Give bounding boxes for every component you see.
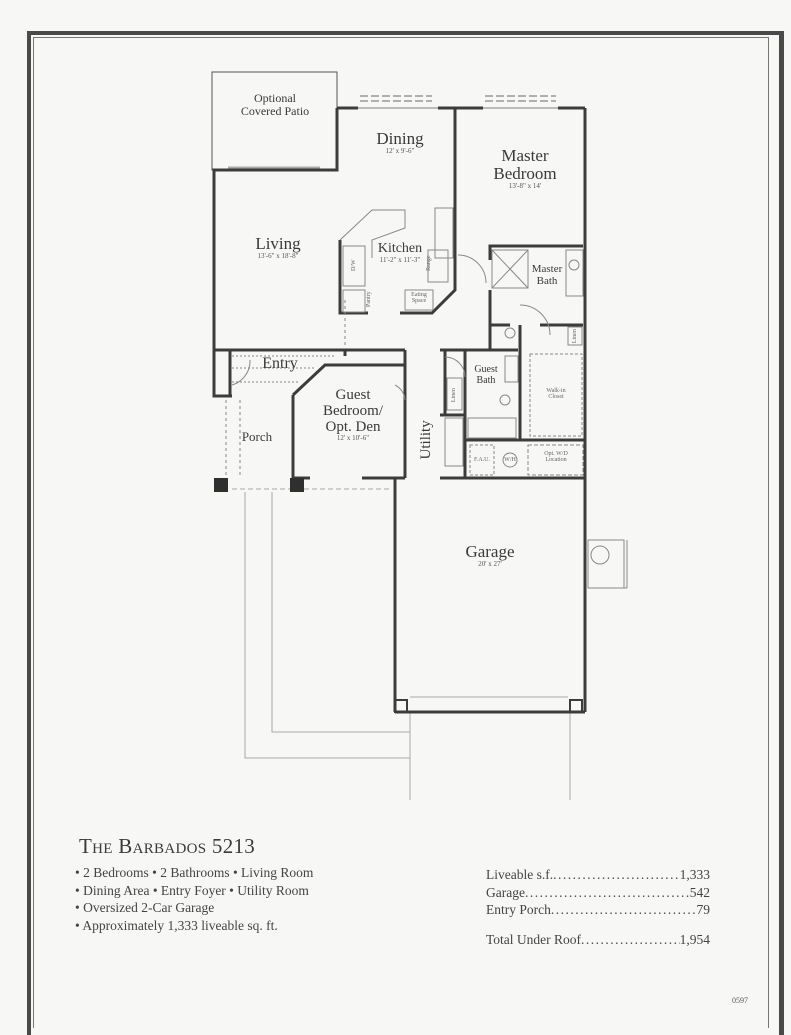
page-border-inner (33, 37, 769, 1028)
room-label: Guest (335, 387, 371, 403)
room-walk-in-closet: Walk-in Closet (534, 388, 578, 401)
fixture-range: Range (425, 255, 432, 271)
page-border-outer (27, 31, 784, 1035)
interior-walls (228, 240, 585, 480)
room-label: Bath (476, 374, 496, 386)
room-guest-bedroom: Guest Bedroom/ Opt. Den 12' x 10'-6" (308, 387, 398, 443)
room-living: Living 13'-6" x 18'-8" (238, 235, 318, 260)
porch-posts (214, 478, 304, 492)
room-patio: Optional Covered Patio (228, 92, 322, 117)
room-label: Closet (548, 394, 564, 401)
dot-leader (525, 884, 690, 902)
feature-item: • Approximately 1,333 liveable sq. ft. (75, 917, 278, 933)
room-utility: Utility (418, 415, 435, 465)
feature-item: • Oversized 2-Car Garage (75, 900, 215, 915)
fixture-fau: F.A.U. (473, 457, 491, 463)
room-label: Kitchen (377, 241, 423, 256)
fixture-water-heater: W/H (504, 457, 516, 463)
dot-leader (553, 866, 680, 884)
garage-posts (394, 699, 583, 713)
fixture-label: Location (545, 457, 567, 464)
room-label: Opt. Den (325, 418, 381, 435)
room-dims: 13'-8" x 14' (508, 181, 542, 190)
fixture-eating-space: Eating Space (411, 292, 427, 305)
room-label: Master (531, 263, 563, 275)
fixture-pantry: Pantry (365, 291, 372, 307)
stat-row-garage: Garage 542 (486, 884, 710, 902)
room-dims: 11'-2" x 11'-3" (379, 255, 421, 264)
room-label: Guest (474, 364, 498, 375)
room-label: Bedroom/ (323, 402, 383, 419)
room-label: Garage (465, 542, 515, 561)
page-code: 0597 (732, 996, 748, 1005)
room-label: Entry (262, 355, 298, 372)
stat-row-liveable: Liveable s.f. 1,333 (486, 866, 710, 884)
room-garage: Garage 20' x 27' (440, 543, 540, 568)
stat-label: Garage (486, 884, 525, 900)
area-stats: Liveable s.f. 1,333 Garage 542 Entry Por… (486, 866, 710, 948)
fixture-linen-master: Linen (571, 329, 578, 344)
room-guest-bath: Guest Bath (468, 364, 504, 386)
patio-outline (211, 71, 338, 171)
room-label: Dining (376, 129, 424, 148)
stat-label: Total Under Roof (486, 931, 582, 947)
room-label: Utility (418, 420, 435, 460)
room-master-bath: Master Bath (522, 263, 572, 287)
room-kitchen: Kitchen 11'-2" x 11'-3" (362, 241, 438, 264)
windows (360, 95, 556, 102)
dot-leader (551, 901, 697, 919)
room-label: Master (501, 146, 549, 165)
fixture-label: Opt. W/D (544, 451, 568, 457)
feature-item: • Dining Area • Entry Foyer • Utility Ro… (75, 882, 309, 898)
room-porch: Porch (232, 430, 282, 444)
site-lines (232, 488, 571, 800)
room-dining: Dining 12' x 9'-6" (355, 130, 445, 155)
stat-value: 1,333 (679, 867, 710, 882)
room-dims: 12' x 10'-6" (336, 434, 370, 443)
room-label: Optional (254, 91, 296, 105)
fixtures-lines (225, 207, 628, 589)
stat-value: 79 (696, 902, 711, 917)
room-master-bedroom: Master Bedroom 13'-8" x 14' (470, 147, 580, 190)
stat-row-entry-porch: Entry Porch 79 (486, 901, 710, 919)
feature-item: • 2 Bedrooms • 2 Bathrooms • Living Room (75, 865, 314, 880)
exterior-walls (212, 106, 587, 714)
stat-label: Liveable s.f. (486, 867, 554, 882)
fixture-dishwasher: D/W (350, 259, 357, 271)
plan-title: The Barbados 5213 (79, 834, 256, 858)
fixture-opt-wd: Opt. W/D Location (530, 451, 582, 464)
room-label: Bedroom (493, 163, 557, 183)
room-label: Bath (536, 274, 558, 287)
fixture-linen-guest: Linen (450, 388, 457, 403)
room-entry: Entry (250, 355, 310, 373)
stat-label: Entry Porch (486, 902, 551, 917)
room-dims: 13'-6" x 18'-8" (257, 251, 299, 260)
feature-list: • 2 Bedrooms • 2 Bathrooms • Living Room… (75, 864, 313, 934)
room-label: Living (255, 234, 301, 253)
stat-value: 1,954 (679, 931, 710, 947)
dot-leader (581, 931, 680, 949)
room-label: Covered Patio (240, 103, 310, 118)
stat-value: 542 (689, 884, 710, 900)
stat-row-total: Total Under Roof 1,954 (486, 931, 710, 949)
room-label: Walk-in (546, 388, 566, 394)
room-dims: 12' x 9'-6" (385, 146, 415, 155)
room-dims: 20' x 27' (478, 559, 502, 568)
room-label: Porch (241, 429, 273, 444)
